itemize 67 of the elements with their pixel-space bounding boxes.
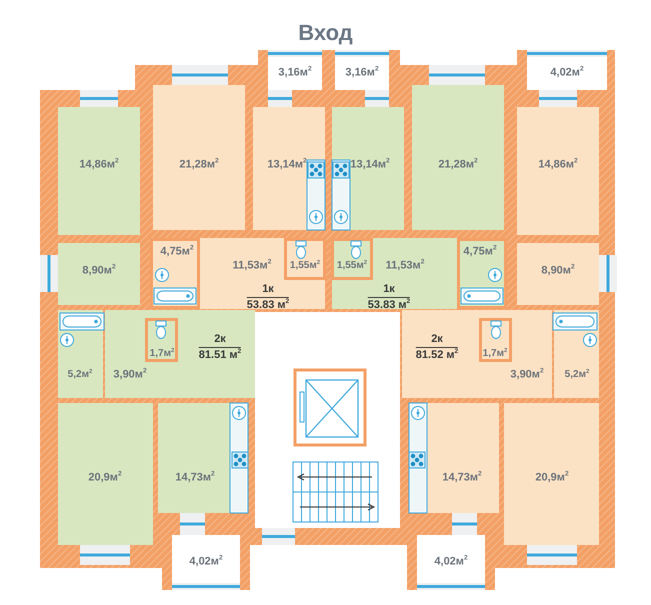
apartment-type: 1к xyxy=(262,283,274,296)
area-label: 14,73м$^{2}$ xyxy=(442,472,482,484)
apartment-type: 2к xyxy=(431,333,443,346)
apartment-area: 53.83 м$^{2}$ xyxy=(246,297,290,312)
area-label: 4,75м$^{2}$ xyxy=(160,246,194,258)
room xyxy=(153,85,245,230)
room xyxy=(457,238,507,309)
room xyxy=(409,403,499,513)
room xyxy=(331,238,373,280)
area-label: 1,7м$^{2}$ xyxy=(482,349,508,359)
room xyxy=(58,403,153,545)
area-label: 4,75м$^{2}$ xyxy=(463,246,497,258)
room xyxy=(517,243,599,305)
balcony xyxy=(268,57,322,90)
room xyxy=(504,403,599,545)
area-label: 20,9м$^{2}$ xyxy=(535,472,569,484)
area-label: 13,14м$^{2}$ xyxy=(350,160,390,170)
area-label: 8,90м$^{2}$ xyxy=(82,266,116,276)
area-label: 4,02м$^{2}$ xyxy=(434,556,468,568)
room xyxy=(145,318,178,362)
area-label: 1,55м$^{2}$ xyxy=(336,261,368,271)
area-label: 3,16м$^{2}$ xyxy=(278,68,312,78)
area-label: 3,90м$^{2}$ xyxy=(113,370,147,380)
room xyxy=(517,107,599,235)
room xyxy=(58,310,103,398)
area-label: 1,55м$^{2}$ xyxy=(290,261,320,271)
room xyxy=(412,85,504,230)
area-label: 21,28м$^{2}$ xyxy=(179,160,219,170)
area-label: 5,2м$^{2}$ xyxy=(564,370,590,380)
area-label: 4,02м$^{2}$ xyxy=(189,556,223,568)
room xyxy=(150,238,325,309)
room xyxy=(150,238,200,309)
area-label: 1,7м$^{2}$ xyxy=(150,349,174,359)
area-label: 14,86м$^{2}$ xyxy=(538,160,578,170)
apartment-area: 81.51 м$^{2}$ xyxy=(198,347,242,362)
area-label: 8,90м$^{2}$ xyxy=(541,266,575,276)
balcony xyxy=(335,57,389,90)
title: Вход xyxy=(298,20,353,46)
apartment-type: 1к xyxy=(383,283,395,296)
balcony xyxy=(172,535,240,583)
area-label: 14,73м$^{2}$ xyxy=(175,472,215,484)
area-label: 14,86м$^{2}$ xyxy=(79,160,119,170)
area-label: 20,9м$^{2}$ xyxy=(88,472,122,484)
room xyxy=(105,310,255,398)
area-label: 4,02м$^{2}$ xyxy=(550,68,584,78)
apartment-type: 2к xyxy=(214,333,226,346)
room xyxy=(284,238,326,280)
area-label: 3,16м$^{2}$ xyxy=(345,68,379,78)
balcony xyxy=(527,57,607,90)
room xyxy=(253,107,325,230)
apartment-area: 53.83 м$^{2}$ xyxy=(368,297,410,312)
balcony xyxy=(417,535,485,583)
area-label: 21,28м$^{2}$ xyxy=(438,160,478,170)
room xyxy=(479,318,512,362)
room xyxy=(58,107,140,235)
area-label: 13,14м$^{2}$ xyxy=(267,160,307,170)
room xyxy=(554,310,599,398)
room xyxy=(332,238,507,309)
room xyxy=(158,403,248,513)
room xyxy=(58,243,140,305)
room xyxy=(332,107,404,230)
apartment-area: 81.52 м$^{2}$ xyxy=(416,347,458,362)
room xyxy=(402,310,552,398)
area-label: 11,53м$^{2}$ xyxy=(386,260,424,272)
area-label: 11,53м$^{2}$ xyxy=(232,260,272,272)
area-label: 3,90м$^{2}$ xyxy=(510,370,544,380)
area-label: 5,2м$^{2}$ xyxy=(68,370,92,380)
